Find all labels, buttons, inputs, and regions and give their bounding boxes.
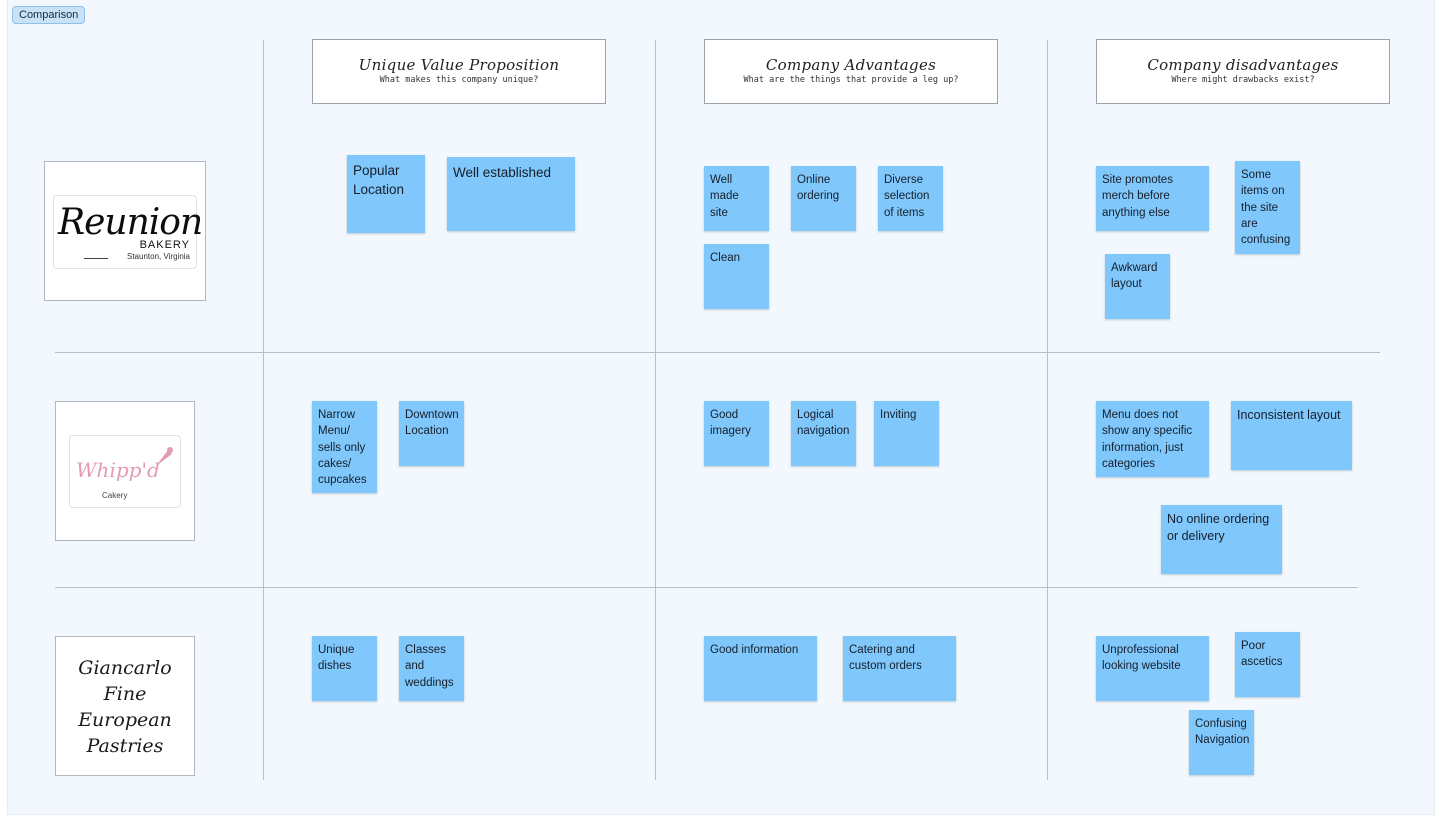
sticky-note[interactable]: Menu does not show any specific informat… (1096, 401, 1209, 477)
header-company-disadvantages[interactable]: Company disadvantages Where might drawba… (1096, 39, 1390, 104)
frame-label[interactable]: Comparison (12, 6, 86, 24)
row-divider (55, 587, 1358, 588)
header-title: Company disadvantages (1147, 56, 1339, 74)
sticky-note[interactable]: Unique dishes (312, 636, 377, 701)
logo-word: BAKERY (139, 239, 190, 251)
header-company-advantages[interactable]: Company Advantages What are the things t… (704, 39, 998, 104)
column-divider (1047, 40, 1048, 780)
sticky-note[interactable]: Downtown Location (399, 401, 464, 466)
logo-script-text: Whipp'd (76, 458, 160, 482)
sticky-note[interactable]: Diverse selection of items (878, 166, 943, 231)
row-divider (55, 352, 1380, 353)
header-title: Company Advantages (765, 56, 937, 74)
sticky-note[interactable]: Good information (704, 636, 817, 701)
sticky-note[interactable]: Some items on the site are confusing (1235, 161, 1300, 254)
column-divider (263, 40, 264, 780)
company-card-reunion[interactable]: Reunion BAKERY Staunton, Virginia (44, 161, 206, 301)
sticky-note[interactable]: Site promotes merch before anything else (1096, 166, 1209, 231)
sticky-note[interactable]: Unprofessional looking website (1096, 636, 1209, 701)
logo-word: Cakery (102, 491, 128, 500)
sticky-note[interactable]: Narrow Menu/ sells only cakes/ cupcakes (312, 401, 377, 493)
sticky-note[interactable]: Clean (704, 244, 769, 309)
logo-script-text: Giancarlo Fine European Pastries (78, 657, 172, 757)
sticky-note[interactable]: Inconsistent layout (1231, 401, 1352, 470)
header-subtitle: What makes this company unique? (379, 75, 539, 85)
sticky-note[interactable]: Classes and weddings (399, 636, 464, 701)
piping-bag-icon (156, 447, 173, 466)
sticky-note[interactable]: Awkward layout (1105, 254, 1170, 319)
logo-script-text: Reunion (58, 202, 203, 243)
sticky-note[interactable]: Catering and custom orders (843, 636, 956, 701)
reunion-logo: Reunion BAKERY Staunton, Virginia (53, 195, 203, 269)
sticky-note[interactable]: Popular Location (347, 155, 425, 233)
header-subtitle: Where might drawbacks exist? (1171, 75, 1315, 85)
company-card-whippd[interactable]: Whipp'd Cakery (55, 401, 195, 541)
logo-rule (84, 258, 108, 259)
header-subtitle: What are the things that provide a leg u… (743, 75, 959, 85)
sticky-note[interactable]: Well established (447, 157, 575, 231)
logo-place: Staunton, Virginia (126, 252, 190, 261)
sticky-note[interactable]: Inviting (874, 401, 939, 466)
sticky-note[interactable]: No online ordering or delivery (1161, 505, 1282, 574)
sticky-note[interactable]: Well made site (704, 166, 769, 231)
sticky-note[interactable]: Confusing Navigation (1189, 710, 1254, 775)
company-card-giancarlo[interactable]: Giancarlo Fine European Pastries (55, 636, 195, 776)
header-unique-value-proposition[interactable]: Unique Value Proposition What makes this… (312, 39, 606, 104)
whippd-logo: Whipp'd Cakery (69, 435, 181, 508)
sticky-note[interactable]: Good imagery (704, 401, 769, 466)
column-divider (655, 40, 656, 780)
sticky-note[interactable]: Logical navigation (791, 401, 856, 466)
header-title: Unique Value Proposition (358, 56, 560, 74)
sticky-note[interactable]: Poor ascetics (1235, 632, 1300, 697)
sticky-note[interactable]: Online ordering (791, 166, 856, 231)
